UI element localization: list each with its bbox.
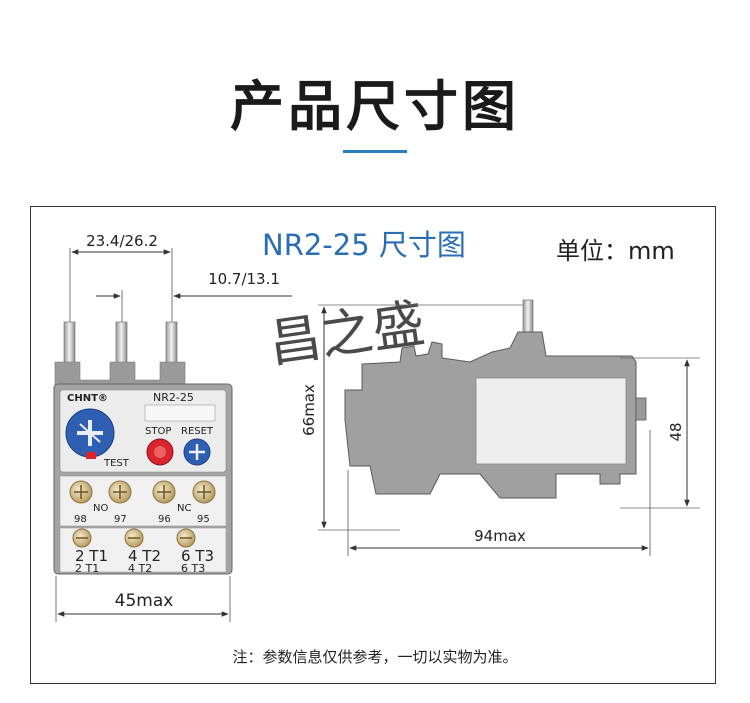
main-terminal-t2-faint: 4 T2	[128, 562, 152, 575]
footnote: 注：参数信息仅供参考，一切以实物为准。	[232, 648, 518, 666]
main-terminal-t3: 6 T3	[181, 547, 214, 565]
dim-width-label: 45max	[115, 591, 174, 611]
main-terminal-t1: 2 T1	[75, 547, 108, 565]
model-label: NR2-25	[153, 391, 194, 404]
main-terminal-t1-faint: 2 T1	[75, 562, 99, 575]
main-terminal-t2: 4 T2	[128, 547, 161, 565]
dim-pitch-label: 23.4/26.2	[86, 232, 158, 250]
aux-terminal-screws	[69, 480, 216, 504]
main-terminal-t3-faint: 6 T3	[181, 562, 205, 575]
aux-terminal-96: 96	[158, 514, 171, 525]
dim-right-label: 48	[667, 422, 685, 441]
heading-underline	[343, 150, 407, 153]
stop-label: STOP	[145, 426, 171, 437]
dim-height-label: 66max	[300, 384, 318, 436]
model-title: NR2-25 尺寸图	[262, 228, 466, 262]
pin-3	[165, 321, 178, 367]
test-label: TEST	[103, 458, 130, 469]
side-view: 66max 94max 48	[300, 299, 700, 556]
contact-nc-label: NC	[177, 503, 191, 514]
pin-1	[63, 321, 76, 367]
pin-2	[115, 321, 128, 367]
aux-terminal-97: 97	[114, 514, 127, 525]
front-view: 23.4/26.2 10.7/13.1 CHNT® NR2-25 TEST ST…	[53, 232, 292, 622]
aux-terminal-95: 95	[197, 514, 210, 525]
drawing-frame	[30, 206, 716, 684]
brand-label: CHNT®	[67, 393, 108, 404]
aux-terminal-98: 98	[74, 514, 87, 525]
unit-label: 单位：mm	[556, 237, 675, 265]
main-terminal-screws	[72, 528, 196, 548]
dim-length-label: 94max	[474, 527, 526, 545]
reset-label: RESET	[181, 426, 214, 437]
contact-no-label: NO	[93, 503, 108, 514]
dim-spacing-label: 10.7/13.1	[208, 270, 280, 288]
page-heading: 产品尺寸图	[230, 75, 520, 138]
